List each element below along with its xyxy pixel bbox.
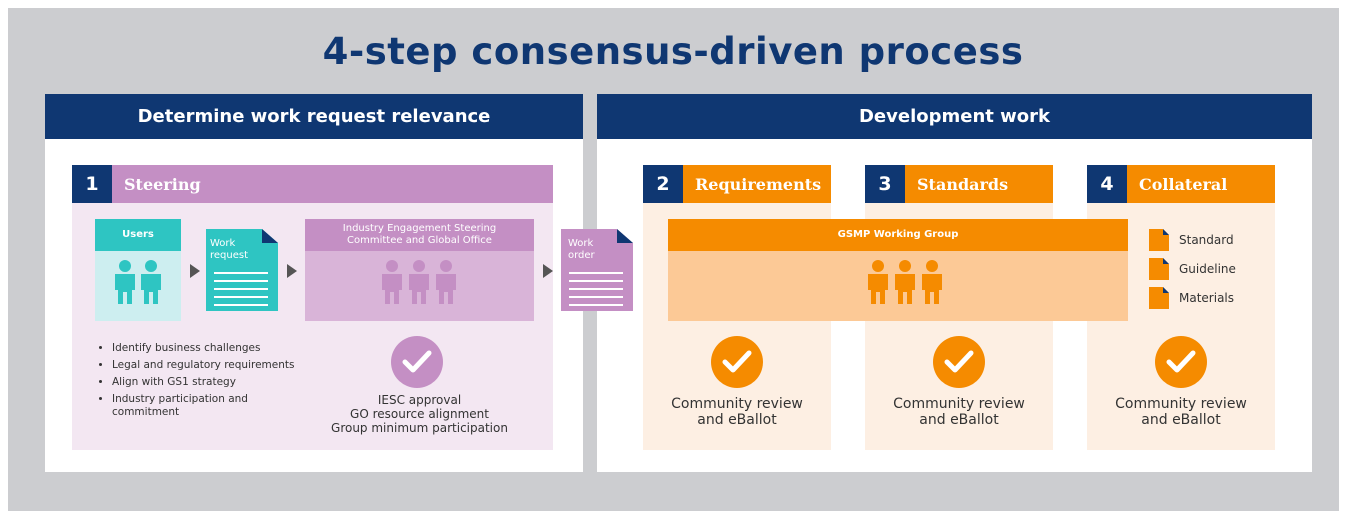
- step-2-title: Requirements: [695, 174, 822, 194]
- working-group-label: GSMP Working Group: [837, 229, 959, 240]
- step-1-title: Steering: [124, 174, 201, 194]
- work-request-label: Work request: [210, 238, 249, 261]
- list-item: Identify business challenges: [112, 342, 312, 355]
- step-1-number: 1: [72, 165, 112, 203]
- working-group-people-icon: [868, 260, 942, 304]
- requirements-review-text: Community review and eBallot: [643, 396, 831, 428]
- collateral-review-text: Community review and eBallot: [1087, 396, 1275, 428]
- users-people-icon: [115, 260, 161, 304]
- iesc-label-box: [305, 219, 534, 251]
- review-line: Community review: [1115, 396, 1247, 412]
- users-label-box: [95, 219, 181, 251]
- step-2-header: 2 Requirements: [643, 165, 831, 203]
- check-icon: [402, 350, 432, 373]
- steering-criteria-list: Identify business challenges Legal and r…: [96, 342, 312, 423]
- step-4-number: 4: [1087, 165, 1127, 203]
- requirements-review-check: [711, 336, 763, 388]
- step-3-title: Standards: [917, 174, 1009, 194]
- review-line: and eBallot: [919, 412, 999, 428]
- users-label: Users: [122, 229, 154, 240]
- approval-line: IESC approval: [377, 393, 462, 407]
- review-line: and eBallot: [1141, 412, 1221, 428]
- collateral-item-standard: Standard: [1149, 229, 1234, 251]
- list-item: Align with GS1 strategy: [112, 376, 312, 389]
- section-header-left: Determine work request relevance: [45, 94, 583, 139]
- arrow-users-to-request: [190, 264, 200, 278]
- step-4-header: 4 Collateral: [1087, 165, 1275, 203]
- collateral-item-guideline: Guideline: [1149, 258, 1236, 280]
- check-icon: [1166, 350, 1196, 373]
- users-box: [95, 251, 181, 321]
- document-icon: [1149, 258, 1169, 280]
- collateral-review-check: [1155, 336, 1207, 388]
- check-icon: [722, 350, 752, 373]
- section-header-right: Development work: [597, 94, 1312, 139]
- step-3-number: 3: [865, 165, 905, 203]
- approval-line: GO resource alignment: [350, 407, 489, 421]
- work-order-label: Work order: [568, 238, 595, 261]
- collateral-item-label: Guideline: [1179, 262, 1236, 276]
- document-icon: [1149, 287, 1169, 309]
- approval-line: Group minimum participation: [331, 421, 508, 435]
- review-line: and eBallot: [697, 412, 777, 428]
- step-4-title: Collateral: [1139, 174, 1228, 194]
- collateral-item-label: Standard: [1179, 233, 1234, 247]
- check-icon: [944, 350, 974, 373]
- review-line: Community review: [893, 396, 1025, 412]
- standards-review-text: Community review and eBallot: [865, 396, 1053, 428]
- arrow-request-to-iesc: [287, 264, 297, 278]
- steering-approval-check: [391, 336, 443, 388]
- step-2-number: 2: [643, 165, 683, 203]
- step-1-header: 1 Steering: [72, 165, 553, 203]
- collateral-item-materials: Materials: [1149, 287, 1234, 309]
- arrow-iesc-to-order: [543, 264, 553, 278]
- step-3-header: 3 Standards: [865, 165, 1053, 203]
- page-title: 4-step consensus-driven process: [322, 30, 1024, 73]
- work-request-document-icon: [206, 229, 278, 311]
- collateral-item-label: Materials: [1179, 291, 1235, 305]
- list-item: Legal and regulatory requirements: [112, 359, 312, 372]
- list-item: Industry participation and commitment: [112, 393, 312, 419]
- work-order-document-icon: [561, 229, 633, 311]
- working-group-label-box: [668, 219, 1128, 251]
- approval-text: IESC approval GO resource alignment Grou…: [305, 393, 534, 435]
- standards-review-check: [933, 336, 985, 388]
- iesc-label: Industry Engagement Steering Committee a…: [342, 223, 497, 246]
- review-line: Community review: [671, 396, 803, 412]
- iesc-people-icon: [382, 260, 456, 304]
- document-icon: [1149, 229, 1169, 251]
